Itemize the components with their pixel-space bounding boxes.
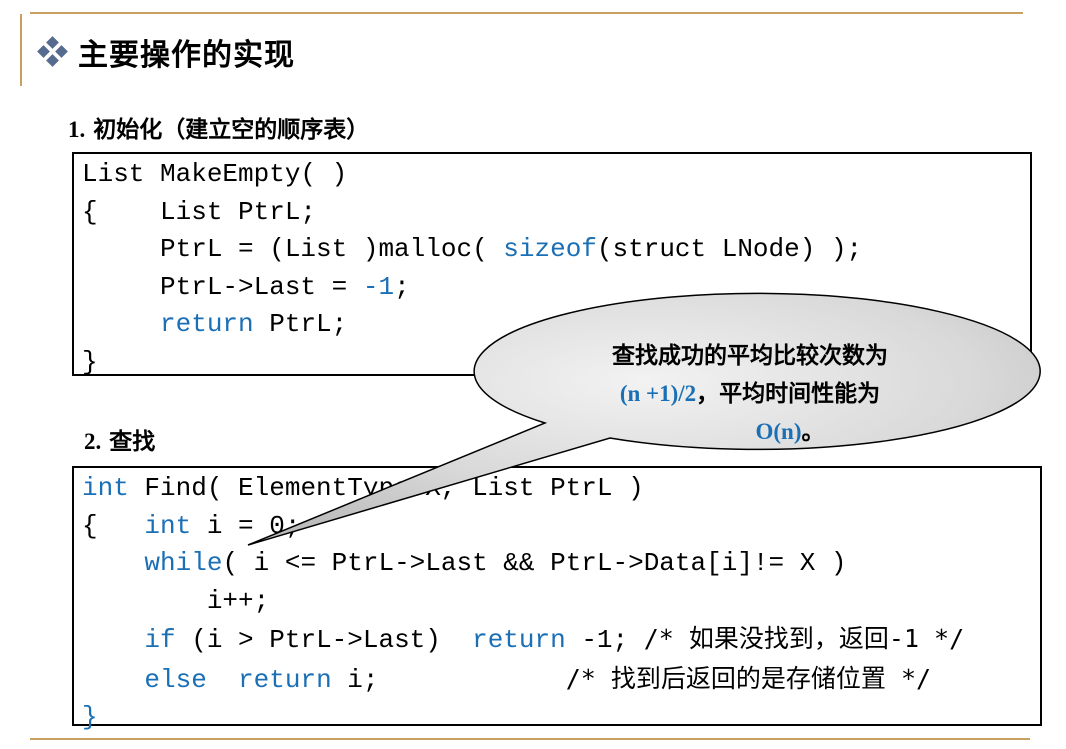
- code-line: { int i = 0;: [82, 508, 1040, 546]
- code-text: [82, 665, 144, 695]
- code-text: [82, 625, 144, 655]
- code-comment: /* 找到后返回的是存储位置 */: [565, 663, 932, 693]
- code-line: { List PtrL;: [82, 194, 1030, 232]
- callout-text: 查找成功的平均比较次数为 (n +1)/2，平均时间性能为 O(n)。: [495, 338, 1005, 451]
- callout-line-2-text: ，平均时间性能为: [696, 381, 881, 407]
- code-line: if (i > PtrL->Last) return -1; /* 如果没找到，…: [82, 620, 1040, 660]
- code-text: PtrL = (List )malloc(: [82, 234, 504, 264]
- bottom-rule: [30, 738, 1030, 740]
- code-line: }: [82, 344, 1030, 382]
- code-text: Find( ElementType X, List PtrL ): [128, 473, 644, 503]
- code-text: -1;: [565, 625, 644, 655]
- code-line: i++;: [82, 583, 1040, 621]
- code-text: (struct LNode) );: [596, 234, 863, 264]
- callout-line-3-text: 。: [801, 419, 825, 445]
- section1-heading: 1. 初始化（建立空的顺序表）: [68, 110, 369, 144]
- code-keyword: int: [144, 510, 192, 541]
- code-keyword: while: [144, 548, 223, 578]
- code-text: }: [82, 346, 98, 377]
- code-line: }: [82, 699, 1040, 737]
- code-text: [82, 548, 144, 578]
- code-text: {: [82, 510, 145, 541]
- code-text: PtrL;: [253, 309, 348, 339]
- code-text: [207, 665, 238, 695]
- code-keyword: }: [82, 702, 98, 732]
- code-text: { List PtrL;: [82, 196, 317, 227]
- section2-heading-text: 查找: [109, 429, 156, 455]
- code-text: PtrL->Last =: [82, 271, 363, 302]
- code-line: int Find( ElementType X, List PtrL ): [82, 470, 1040, 508]
- code-text: [82, 309, 160, 339]
- top-rule: [30, 12, 1023, 14]
- callout-formula-avg: (n +1)/2: [619, 381, 697, 406]
- code-text: i++;: [82, 585, 270, 616]
- code-keyword: int: [82, 473, 129, 503]
- code-keyword: return: [472, 625, 566, 655]
- section2-number: 2.: [84, 429, 102, 454]
- code-comment: /* 如果没找到，返回-1 */: [643, 624, 965, 653]
- code-keyword: sizeof: [503, 234, 597, 264]
- code-keyword: -1: [362, 271, 395, 302]
- code-keyword: else: [144, 664, 207, 695]
- callout-line-1: 查找成功的平均比较次数为: [612, 343, 888, 369]
- find-code-block: int Find( ElementType X, List PtrL ){ in…: [72, 466, 1042, 732]
- section1-number: 1.: [68, 117, 86, 142]
- callout-line-2: (n +1)/2，平均时间性能为: [495, 375, 1005, 413]
- callout-line-3: O(n)。: [495, 413, 1005, 451]
- slide-title: 主要操作的实现: [37, 30, 295, 74]
- code-line: PtrL = (List )malloc( sizeof(struct LNod…: [82, 231, 1030, 269]
- section2-heading: 2. 查找: [84, 422, 155, 456]
- code-text: ( i <= PtrL->Last && PtrL->Data[i]!= X ): [222, 548, 847, 578]
- code-text: i = 0;: [191, 510, 301, 541]
- code-line: PtrL->Last = -1;: [82, 269, 1030, 307]
- code-text: i;: [331, 664, 566, 695]
- left-rule: [20, 14, 22, 86]
- section1-heading-text: 初始化（建立空的顺序表）: [93, 117, 370, 143]
- code-keyword: return: [238, 664, 332, 695]
- code-line: while( i <= PtrL->Last && PtrL->Data[i]!…: [82, 545, 1040, 583]
- code-text: (i > PtrL->Last): [175, 625, 473, 655]
- code-line: List MakeEmpty( ): [82, 156, 1030, 194]
- code-keyword: return: [160, 309, 254, 339]
- code-text: List MakeEmpty( ): [82, 159, 348, 189]
- code-text: ;: [394, 271, 410, 302]
- diamond-bullet-icon: [37, 36, 68, 67]
- callout-formula-complexity: O(n): [755, 419, 802, 444]
- code-keyword: if: [144, 625, 176, 655]
- page-title: 主要操作的实现: [78, 38, 295, 73]
- code-line: else return i; /* 找到后返回的是存储位置 */: [82, 660, 1040, 700]
